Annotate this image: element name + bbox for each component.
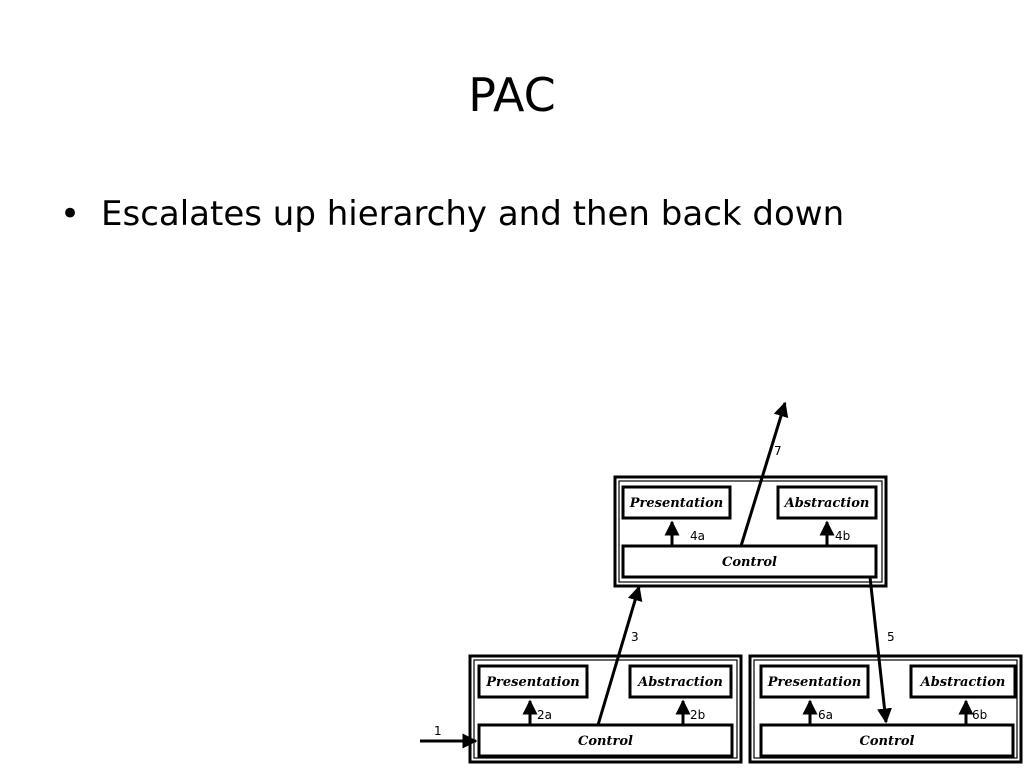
right-control-box	[759, 723, 1015, 758]
top-abstraction-label: Abstraction	[783, 496, 870, 511]
input-arrow-label: 1	[434, 724, 442, 738]
top-agent-inner-frame	[618, 480, 883, 583]
left-agent-outer-frame	[468, 654, 743, 764]
bullet-item: • Escalates up hierarchy and then back d…	[60, 190, 844, 238]
bullet-marker: •	[60, 194, 81, 234]
left-agent: Presentation Abstraction Control 2a 2b	[468, 654, 743, 764]
left-presentation-label: Presentation	[485, 675, 579, 690]
back-down-arrow	[868, 576, 892, 724]
slide-title: PAC	[468, 68, 556, 122]
right-presentation-box	[759, 664, 870, 699]
top-agent-outer-frame	[613, 475, 888, 588]
right-abstraction-label: Abstraction	[919, 675, 1006, 690]
bullet-text: Escalates up hierarchy and then back dow…	[101, 194, 845, 234]
top-presentation-label: Presentation	[629, 496, 723, 511]
right-agent-inner-frame	[753, 659, 1018, 759]
escalate-up-arrow-label: 3	[631, 630, 639, 644]
top-presentation-arrow-label: 4a	[690, 529, 705, 543]
left-abstraction-arrow-label: 2b	[690, 708, 705, 722]
left-abstraction-box	[628, 664, 733, 699]
left-control-label: Control	[578, 734, 633, 749]
exit-arrow-label: 7	[774, 444, 782, 458]
left-abstraction-label: Abstraction	[636, 675, 723, 690]
right-control-label: Control	[860, 734, 915, 749]
right-presentation-label: Presentation	[767, 675, 861, 690]
top-abstraction-arrow-label: 4b	[835, 529, 850, 543]
top-agent: Presentation Abstraction Control 4a 4b	[613, 475, 888, 588]
flow-arrows: 1 3 5 7	[420, 401, 895, 749]
left-agent-inner-frame	[473, 659, 738, 759]
right-agent: Presentation Abstraction Control 6a 6b	[748, 654, 1023, 764]
top-control-label: Control	[722, 555, 777, 570]
left-control-box	[477, 723, 734, 758]
top-abstraction-box	[776, 485, 878, 520]
escalate-up-arrow	[596, 585, 643, 726]
left-presentation-box	[477, 664, 589, 699]
right-presentation-arrow-label: 6a	[818, 708, 833, 722]
exit-arrow	[739, 401, 789, 547]
back-down-arrow-label: 5	[887, 630, 895, 644]
bullet-list: • Escalates up hierarchy and then back d…	[60, 190, 844, 238]
left-presentation-arrow-label: 2a	[537, 708, 552, 722]
top-control-box	[621, 544, 878, 579]
right-abstraction-box	[909, 664, 1017, 699]
right-abstraction-arrow-label: 6b	[972, 708, 987, 722]
right-agent-outer-frame	[748, 654, 1023, 764]
top-presentation-box	[621, 485, 732, 520]
